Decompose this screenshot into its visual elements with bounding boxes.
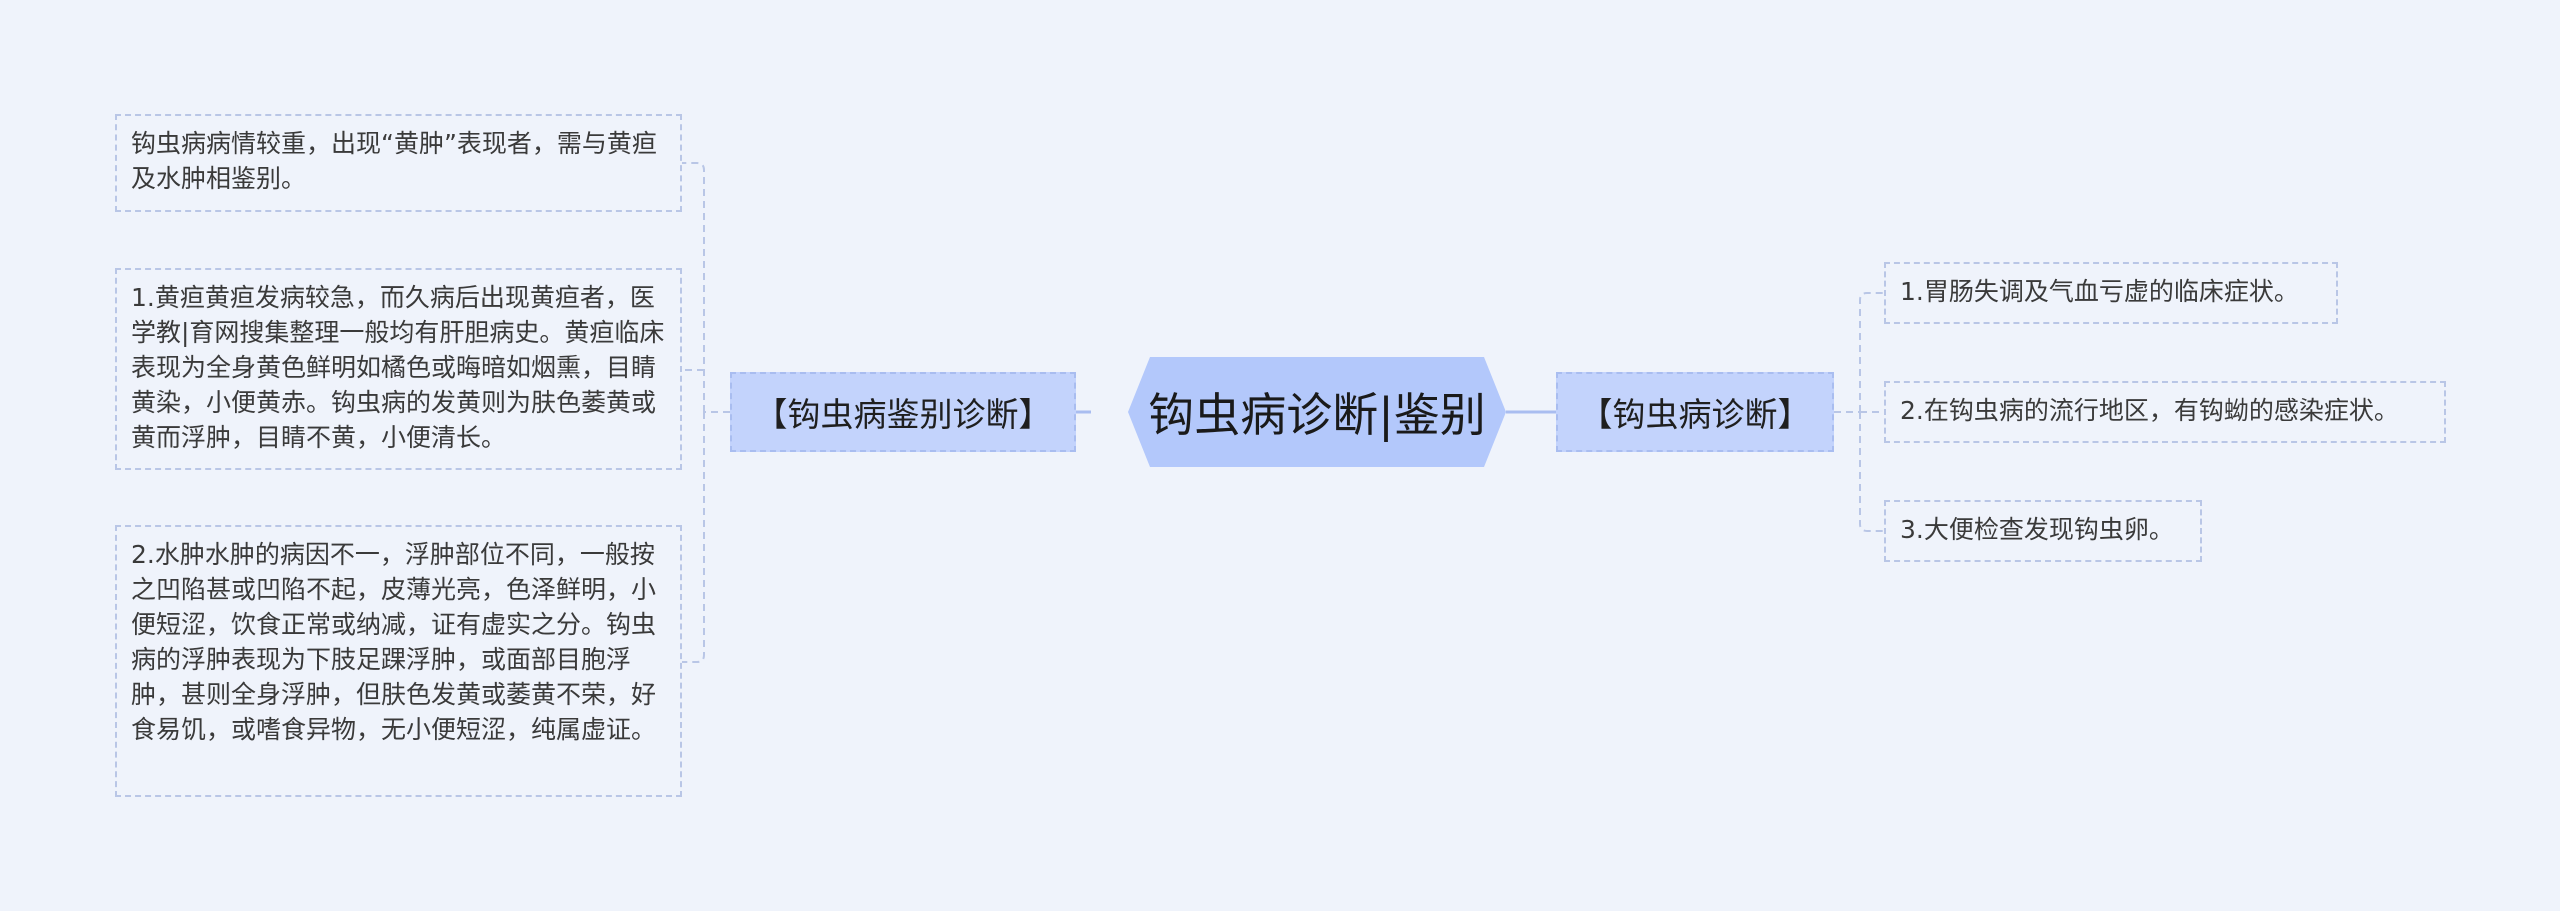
left-leaf-1-text: 钩虫病病情较重，出现“黄肿”表现者，需与黄疸及水肿相鉴别。 bbox=[131, 129, 657, 193]
branch-differential-diagnosis[interactable]: 【钩虫病鉴别诊断】 bbox=[730, 372, 1076, 452]
connector-right-leaf-1 bbox=[1859, 292, 1884, 412]
root-node[interactable]: 钩虫病诊断|鉴别 bbox=[1128, 357, 1506, 467]
right-leaf-3[interactable]: 3.大便检查发现钩虫卵。 bbox=[1884, 500, 2202, 562]
right-leaf-1-text: 1.胃肠失调及气血亏虚的临床症状。 bbox=[1900, 277, 2299, 306]
left-leaf-2[interactable]: 1.黄疸黄疸发病较急，而久病后出现黄疸者，医学教|育网搜集整理一般均有肝胆病史。… bbox=[115, 268, 682, 470]
connector-left-leaf-1 bbox=[682, 162, 705, 412]
right-leaf-2[interactable]: 2.在钩虫病的流行地区，有钩蚴的感染症状。 bbox=[1884, 381, 2446, 443]
left-leaf-3[interactable]: 2.水肿水肿的病因不一，浮肿部位不同，一般按之凹陷甚或凹陷不起，皮薄光亮，色泽鲜… bbox=[115, 525, 682, 797]
right-leaf-2-text: 2.在钩虫病的流行地区，有钩蚴的感染症状。 bbox=[1900, 396, 2399, 425]
branch-diagnosis[interactable]: 【钩虫病诊断】 bbox=[1556, 372, 1834, 452]
left-leaf-1[interactable]: 钩虫病病情较重，出现“黄肿”表现者，需与黄疸及水肿相鉴别。 bbox=[115, 114, 682, 212]
left-leaf-2-text: 1.黄疸黄疸发病较急，而久病后出现黄疸者，医学教|育网搜集整理一般均有肝胆病史。… bbox=[131, 283, 665, 452]
right-leaf-3-text: 3.大便检查发现钩虫卵。 bbox=[1900, 515, 2174, 544]
left-leaf-3-text: 2.水肿水肿的病因不一，浮肿部位不同，一般按之凹陷甚或凹陷不起，皮薄光亮，色泽鲜… bbox=[131, 540, 657, 744]
root-label: 钩虫病诊断|鉴别 bbox=[1148, 388, 1486, 442]
connector-right-leaf-3 bbox=[1859, 412, 1884, 532]
connector-left-leaf-3 bbox=[682, 412, 705, 663]
right-leaf-1[interactable]: 1.胃肠失调及气血亏虚的临床症状。 bbox=[1884, 262, 2338, 324]
branch-differential-diagnosis-label: 【钩虫病鉴别诊断】 bbox=[754, 395, 1052, 434]
branch-diagnosis-label: 【钩虫病诊断】 bbox=[1579, 395, 1811, 434]
